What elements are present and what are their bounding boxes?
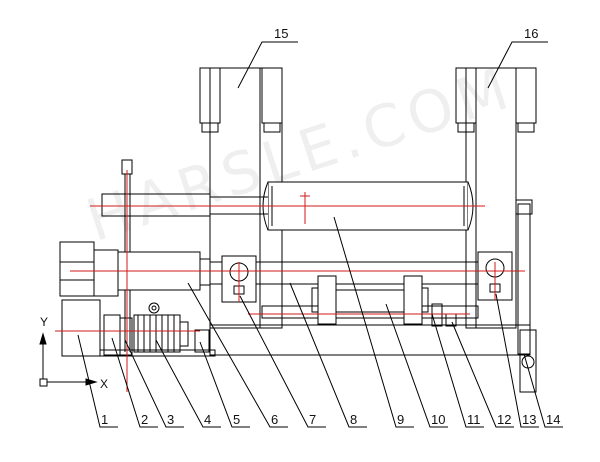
motor-fan bbox=[148, 302, 160, 314]
coordinate-axes bbox=[39, 332, 98, 387]
callout-leader-13 bbox=[495, 293, 539, 428]
callout-label-4: 4 bbox=[204, 412, 211, 427]
callout-leader-5 bbox=[199, 341, 250, 428]
callout-leader-4 bbox=[155, 339, 221, 428]
callout-label-12: 12 bbox=[497, 412, 511, 427]
callout-leader-7 bbox=[239, 295, 326, 428]
callout-leader-12 bbox=[451, 321, 514, 428]
callout-leader-9 bbox=[333, 216, 414, 428]
control-box-5 bbox=[194, 329, 210, 353]
callout-leader-6 bbox=[187, 282, 288, 428]
housing-1 bbox=[61, 299, 101, 357]
callout-label-16: 16 bbox=[524, 26, 538, 41]
callout-label-6: 6 bbox=[271, 412, 278, 427]
callout-label-7: 7 bbox=[309, 412, 316, 427]
callout-leader-8 bbox=[289, 282, 367, 428]
callout-label-10: 10 bbox=[431, 412, 445, 427]
callout-leader-3 bbox=[124, 339, 184, 428]
bracket-3 bbox=[119, 317, 133, 356]
callout-label-9: 9 bbox=[397, 412, 404, 427]
callout-label-8: 8 bbox=[350, 412, 357, 427]
callout-label-5: 5 bbox=[233, 412, 240, 427]
callout-leader-14 bbox=[523, 353, 563, 428]
callout-label-15: 15 bbox=[274, 26, 288, 41]
callout-label-13: 13 bbox=[522, 412, 536, 427]
gear-cover bbox=[59, 241, 95, 297]
bracket-2 bbox=[103, 314, 121, 356]
callout-label-14: 14 bbox=[546, 412, 560, 427]
motor-4 bbox=[133, 314, 181, 353]
callout-leader-15 bbox=[237, 41, 298, 89]
callout-leader-11 bbox=[431, 313, 484, 428]
callout-leader-10 bbox=[385, 303, 448, 428]
callout-leader-16 bbox=[487, 41, 548, 89]
callout-label-3: 3 bbox=[167, 412, 174, 427]
callout-label-2: 2 bbox=[141, 412, 148, 427]
callout-leader-1 bbox=[77, 334, 118, 428]
axis-x-label: X bbox=[100, 377, 108, 391]
axis-y-label: Y bbox=[40, 315, 48, 329]
callout-leader-2 bbox=[111, 337, 158, 428]
callout-label-11: 11 bbox=[467, 412, 481, 427]
side-roll-assembly bbox=[311, 275, 429, 325]
right-column-b bbox=[475, 67, 517, 329]
callout-label-1: 1 bbox=[101, 412, 108, 427]
